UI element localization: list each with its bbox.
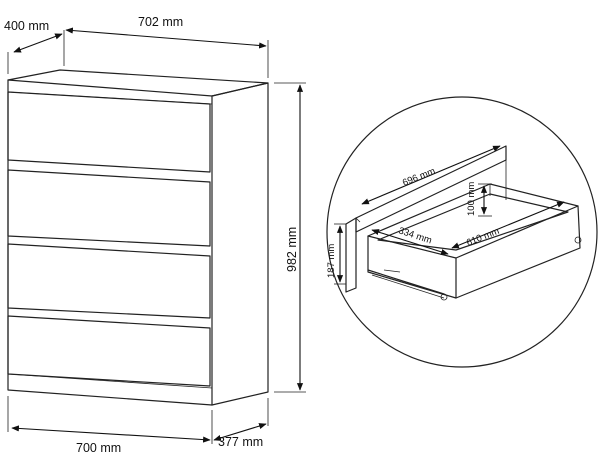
dresser-side [211,82,269,406]
drawer-runner [367,269,445,295]
dresser-drawing [7,27,306,444]
dim-top-depth-label: 400 mm [4,19,49,33]
drawer-front-1 [7,91,211,173]
runner-wheel-back [574,236,582,244]
drawer-side-front [367,235,457,299]
dim-top-width-label: 702 mm [138,15,183,29]
drawer-front-board [345,217,357,293]
dim-height-label: 982 mm [285,227,299,272]
drawer-detail [326,96,598,368]
runner-wheel [440,293,448,301]
dresser-front [7,79,213,406]
drawer-front-4 [7,315,211,387]
dim-base-width-label: 700 mm [76,441,121,455]
drawer-front-2 [7,169,211,247]
dim-drawer-inner-height-label: 100 mm [466,182,477,216]
drawer-front-3 [7,243,211,319]
dim-drawer-length-label: 696 mm [401,166,437,189]
dim-base-depth-label: 377 mm [218,435,263,449]
dim-drawer-front-height-label: 187 mm [326,244,337,278]
detail-circle [326,96,598,368]
drawer-side-right [455,205,581,299]
dim-drawer-depth-b-label: 610 mm [465,226,501,249]
